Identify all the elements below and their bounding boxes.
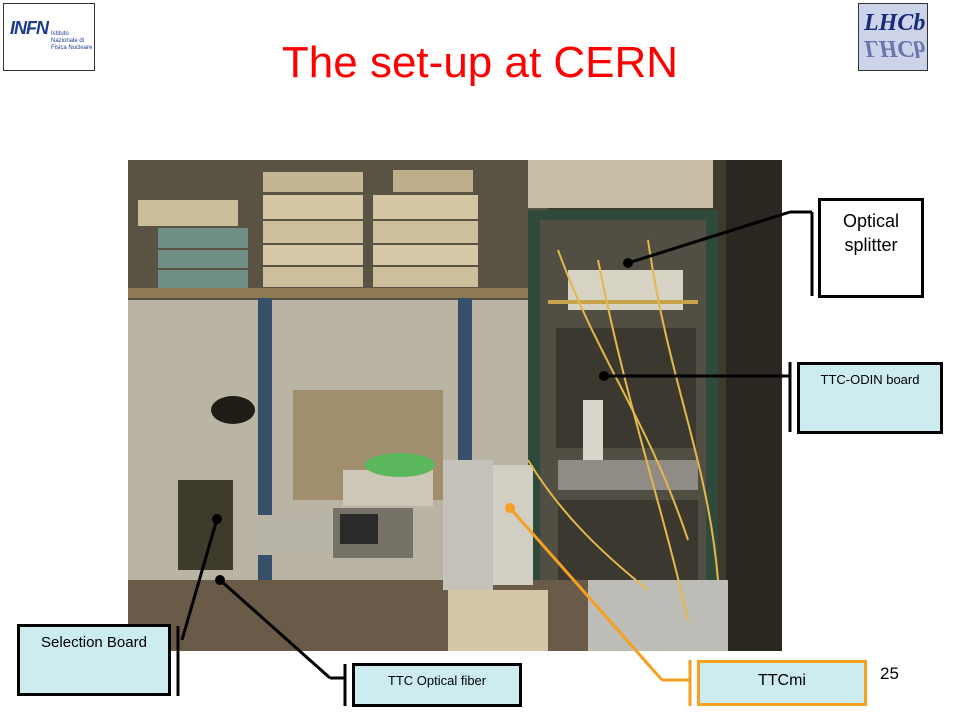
lhcb-logo: LHCb LHCb — [858, 3, 928, 71]
ttc-optical-fiber-label: TTC Optical fiber — [352, 663, 522, 707]
infn-logo: INFN Istituto Nazionale di Fisica Nuclea… — [3, 3, 95, 71]
infn-logo-subtitle: Istituto Nazionale di Fisica Nucleare — [51, 31, 93, 51]
ttc-odin-board-label: TTC-ODIN board — [797, 362, 943, 434]
infn-logo-mark: INFN — [10, 18, 49, 38]
setup-photo-drawing — [128, 160, 782, 651]
lhcb-logo-mark: LHCb — [864, 10, 926, 36]
page-number: 25 — [880, 664, 899, 683]
selection-board-label: Selection Board — [17, 624, 171, 696]
ttcmi-label: TTCmi — [697, 660, 867, 706]
slide-title: The set-up at CERN — [281, 38, 679, 87]
setup-photo — [128, 160, 782, 651]
optical-splitter-label: Optical splitter — [818, 198, 924, 298]
lhcb-logo-reflection: LHCb — [864, 35, 926, 61]
